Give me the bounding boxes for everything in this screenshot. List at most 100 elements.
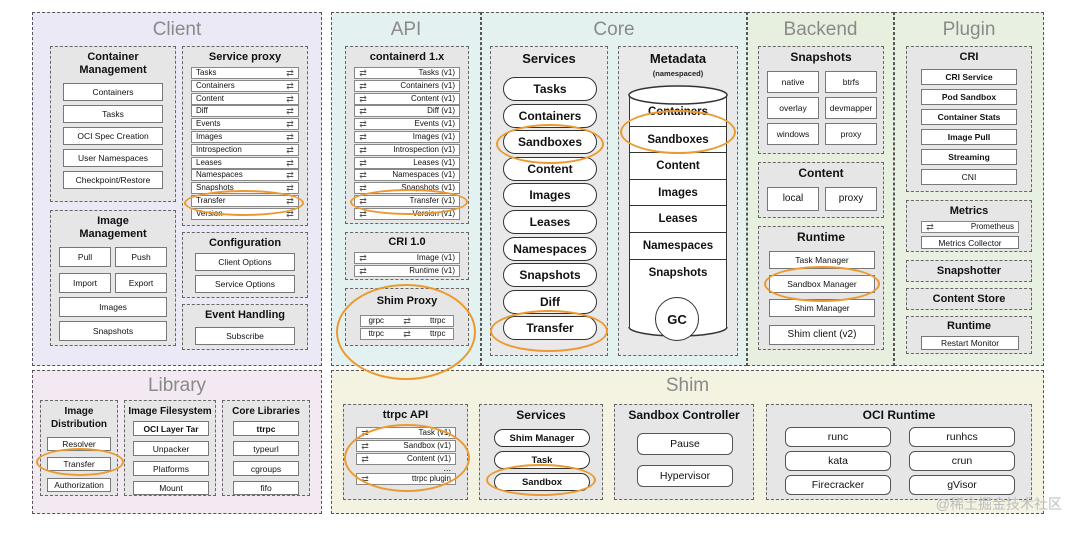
plugin-title: Plugin (942, 19, 996, 40)
devmapper-box: devmapper (825, 97, 877, 119)
metadata-row: Snapshots (630, 258, 726, 286)
arrows-icon: ⇄ (359, 132, 367, 142)
core-service-pill: Tasks (503, 77, 597, 101)
oci-spec-creation-box: OCI Spec Creation (63, 127, 163, 145)
containers-box: Containers (63, 83, 163, 101)
shim-manager-pill: Shim Manager (494, 429, 590, 447)
service-proxy-row: Tasks⇄ (191, 67, 299, 79)
export-box: Export (115, 273, 167, 293)
highlight-shim-sandbox (486, 464, 596, 496)
local-box: local (767, 187, 819, 211)
fifo-box: fifo (233, 481, 299, 495)
core-service-pill: Namespaces (503, 236, 597, 261)
prometheus-row: ⇄Prometheus (921, 221, 1019, 233)
api-title: API (390, 19, 422, 40)
oci-layer-tar-box: OCI Layer Tar (133, 421, 209, 436)
containerd-api-title: containerd 1.x (369, 51, 445, 63)
hypervisor-box: Hypervisor (637, 465, 733, 487)
containerd-api-row: ⇄Events (v1) (354, 118, 460, 131)
plugin-content-store-group: Content Store (906, 288, 1032, 310)
containerd-api-row: ⇄Leases (v1) (354, 156, 460, 169)
oci-runtime-group: OCI Runtime runc runhcs kata crun Firecr… (766, 404, 1032, 500)
shim-title: Shim (665, 375, 710, 396)
runhcs-box: runhcs (909, 427, 1015, 447)
pause-box: Pause (637, 433, 733, 455)
metadata-row: Images (630, 178, 726, 206)
tasks-box: Tasks (63, 105, 163, 123)
highlight-api-transfer (350, 189, 468, 215)
restart-monitor-box: Restart Monitor (921, 336, 1019, 350)
event-handling-title: Event Handling (204, 309, 286, 321)
configuration-group: Configuration Client Options Service Opt… (182, 232, 308, 298)
snapshots-proxy-box: proxy (825, 123, 877, 145)
sandbox-controller-title: Sandbox Controller (628, 408, 740, 422)
shim-client-box: Shim client (v2) (769, 325, 875, 345)
cri-image-row: ⇄Image (v1) (354, 252, 460, 264)
plugin-runtime-group: Runtime Restart Monitor (906, 316, 1032, 354)
plugin-metrics-group: Metrics ⇄Prometheus Metrics Collector (906, 200, 1032, 252)
runc-box: runc (785, 427, 891, 447)
arrows-icon: ⇄ (286, 80, 294, 91)
oci-runtime-title: OCI Runtime (862, 408, 936, 422)
pod-sandbox-box: Pod Sandbox (921, 89, 1017, 105)
cri-runtime-row: ⇄Runtime (v1) (354, 265, 460, 277)
arrows-icon: ⇄ (359, 157, 367, 168)
core-service-pill: Images (503, 183, 597, 208)
arrows-icon: ⇄ (359, 93, 367, 104)
core-libraries-group: Core Libraries ttrpc typeurl cgroups fif… (222, 400, 310, 496)
firecracker-box: Firecracker (785, 475, 891, 495)
gvisor-box: gVisor (909, 475, 1015, 495)
arrows-icon: ⇄ (286, 144, 294, 155)
core-service-pill: Snapshots (503, 263, 597, 288)
metadata-row: Namespaces (630, 232, 726, 259)
highlight-ttrpc-api (344, 424, 470, 492)
streaming-box: Streaming (921, 149, 1017, 165)
service-proxy-row: Leases⇄ (191, 156, 299, 169)
images-box: Images (59, 297, 167, 317)
ttrpc-api-title: ttrpc API (382, 409, 429, 421)
containerd-api-row: ⇄Tasks (v1) (354, 67, 460, 79)
ttrpc-lib-box: ttrpc (233, 421, 299, 436)
highlight-core-sandboxes (496, 124, 604, 164)
image-distribution-title: Image Distribution (50, 406, 108, 430)
client-title: Client (152, 19, 202, 40)
service-proxy-row: Diff⇄ (191, 105, 299, 118)
backend-snapshots-group: Snapshots native btrfs overlay devmapper… (758, 46, 884, 154)
highlight-service-proxy-transfer (184, 190, 304, 216)
subscribe-box: Subscribe (195, 327, 295, 345)
arrows-icon: ⇄ (359, 266, 367, 276)
authorization-box: Authorization (47, 478, 111, 492)
containerd-api-row: ⇄Namespaces (v1) (354, 169, 460, 182)
image-filesystem-title: Image Filesystem (128, 406, 212, 417)
containerd-api-row: ⇄Introspection (v1) (354, 143, 460, 156)
image-pull-box: Image Pull (921, 129, 1017, 145)
plugin-content-store-title: Content Store (932, 293, 1006, 305)
highlight-sandbox-manager (764, 266, 880, 302)
service-proxy-row: Images⇄ (191, 131, 299, 143)
core-service-pill: Diff (503, 289, 597, 314)
backend-content-title: Content (798, 166, 844, 180)
typeurl-box: typeurl (233, 441, 299, 456)
arrows-icon: ⇄ (286, 157, 294, 168)
event-handling-group: Event Handling Subscribe (182, 304, 308, 350)
arrows-icon: ⇄ (359, 183, 367, 194)
service-proxy-row: Introspection⇄ (191, 143, 299, 156)
container-stats-box: Container Stats (921, 109, 1017, 125)
arrows-icon: ⇄ (286, 93, 294, 104)
arrows-icon: ⇄ (286, 170, 294, 181)
plugin-runtime-title: Runtime (947, 320, 991, 332)
metadata-title: Metadata (649, 51, 707, 66)
arrows-icon: ⇄ (286, 106, 294, 117)
cni-box: CNI (921, 169, 1017, 185)
backend-runtime-title: Runtime (797, 230, 845, 244)
unpacker-box: Unpacker (133, 441, 209, 456)
core-service-pill: Leases (503, 210, 597, 234)
plugin-cri-title: CRI (959, 51, 979, 63)
highlight-metadata-sandboxes (620, 110, 736, 154)
shim-services-title: Services (516, 408, 566, 422)
import-box: Import (59, 273, 111, 293)
metadata-row: Content (630, 152, 726, 179)
image-management-group: Image Management Pull Push Import Export… (50, 210, 176, 346)
plugin-metrics-title: Metrics (949, 205, 989, 217)
